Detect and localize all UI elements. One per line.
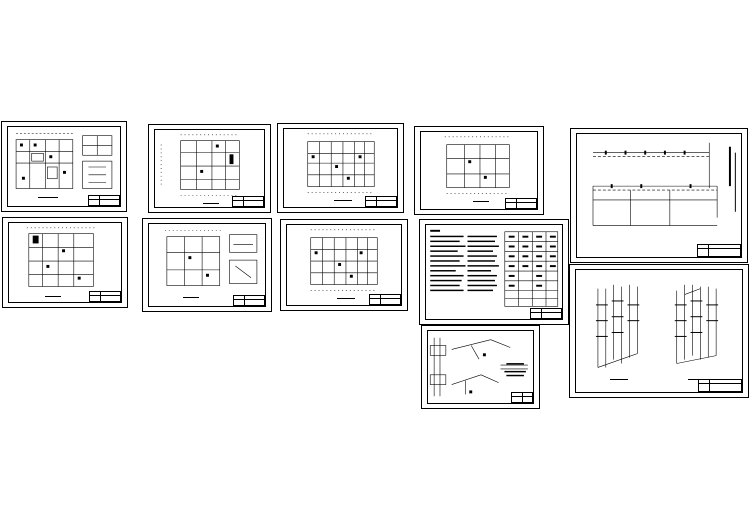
sheet-border [427, 330, 534, 404]
drawing-title-underline [183, 297, 199, 298]
plan-drawing [160, 134, 240, 196]
drawing-title-underline [203, 203, 219, 204]
title-block [698, 379, 742, 392]
drawing-sheet-5[interactable] [570, 128, 748, 263]
notes-and-legend-drawing [430, 229, 559, 307]
title-block [697, 244, 741, 257]
sheet-border [425, 224, 563, 320]
riser-drawing [592, 142, 736, 226]
plan-drawing [444, 136, 512, 194]
drawing-title-underline [334, 200, 352, 201]
title-block [365, 196, 397, 207]
sheet-border [7, 126, 121, 207]
drawing-sheet-9[interactable] [419, 219, 569, 325]
drawing-title-underline [610, 379, 628, 380]
title-block [232, 196, 264, 207]
drawing-title-underline [337, 298, 355, 299]
sheet-border [154, 129, 265, 208]
title-block [88, 195, 120, 206]
drawing-title-underline [45, 296, 61, 297]
title-block [89, 291, 121, 302]
sheet-border [575, 269, 743, 393]
plan-drawing [164, 230, 258, 286]
drawing-sheet-6[interactable] [2, 217, 128, 308]
drawing-sheet-7[interactable] [142, 218, 272, 312]
sheet-border [8, 222, 122, 303]
drawing-sheet-2[interactable] [148, 124, 271, 213]
drawing-title-underline [473, 201, 489, 202]
drawing-sheet-3[interactable] [277, 123, 404, 213]
plan-drawing [307, 133, 375, 193]
plan-drawing [310, 229, 378, 291]
title-block [530, 308, 562, 319]
sheet-border [576, 133, 742, 258]
title-block [233, 295, 265, 306]
title-block [369, 294, 401, 305]
sheet-border [283, 128, 398, 208]
drawing-title-underline [38, 197, 58, 198]
sheet-border [148, 223, 266, 307]
drawing-sheet-1[interactable] [1, 121, 127, 212]
riser-drawing [595, 284, 719, 368]
drawing-title-underline [688, 379, 706, 380]
isometric-drawing [429, 337, 528, 397]
drawing-sheet-4[interactable] [414, 126, 544, 215]
title-block [505, 198, 537, 209]
sheet-border [286, 224, 402, 306]
plan-drawing [26, 227, 98, 287]
sheet-border [420, 131, 538, 210]
drawing-sheet-8[interactable] [280, 219, 408, 311]
drawing-sheet-10[interactable] [421, 325, 540, 409]
title-block [511, 392, 533, 403]
drawing-sheet-11[interactable] [569, 264, 749, 398]
plan-drawing [15, 133, 113, 189]
